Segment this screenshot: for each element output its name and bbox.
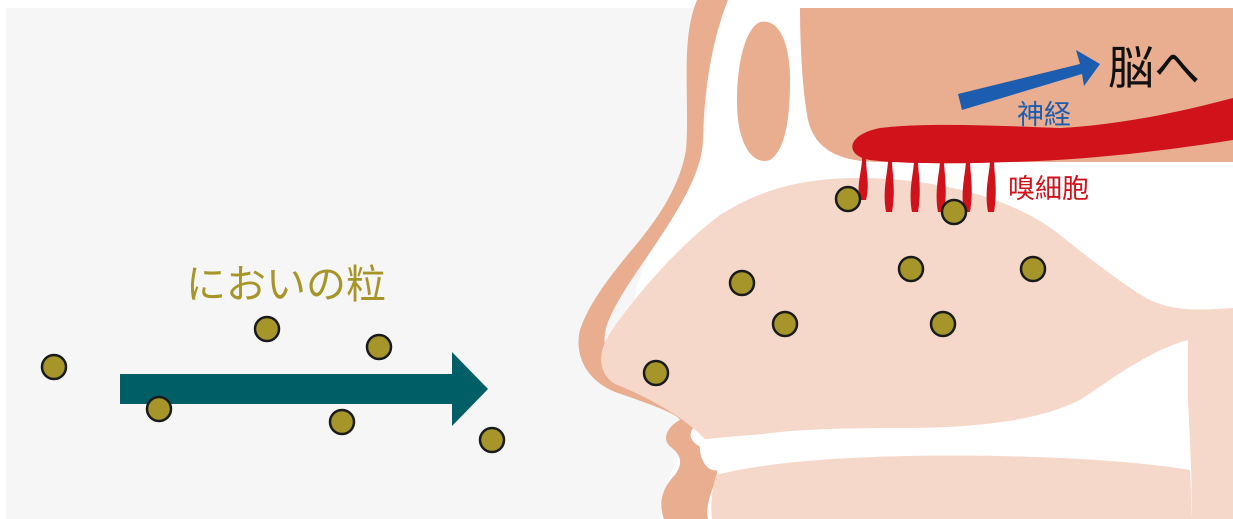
odor-particle [773, 312, 797, 336]
odor-particle [899, 257, 923, 281]
lower-cavity [711, 456, 1192, 519]
odor-particle [255, 317, 279, 341]
odor-particle [1021, 257, 1045, 281]
odor-particle [42, 355, 66, 379]
odor-particle [836, 187, 860, 211]
to-brain-label: 脳へ [1108, 41, 1200, 95]
olfactory-cells-label: 嗅細胞 [1008, 174, 1089, 205]
odor-particle [147, 397, 171, 421]
odor-particle [931, 312, 955, 336]
odor-particle [942, 200, 966, 224]
odor-particle [367, 335, 391, 359]
odor-particle [480, 428, 504, 452]
nerve-label: 神経 [1017, 100, 1071, 131]
odor-particle [644, 361, 668, 385]
odor-particle [330, 410, 354, 434]
odor-particles-label: においの粒 [186, 262, 386, 308]
odor-particle [730, 271, 754, 295]
